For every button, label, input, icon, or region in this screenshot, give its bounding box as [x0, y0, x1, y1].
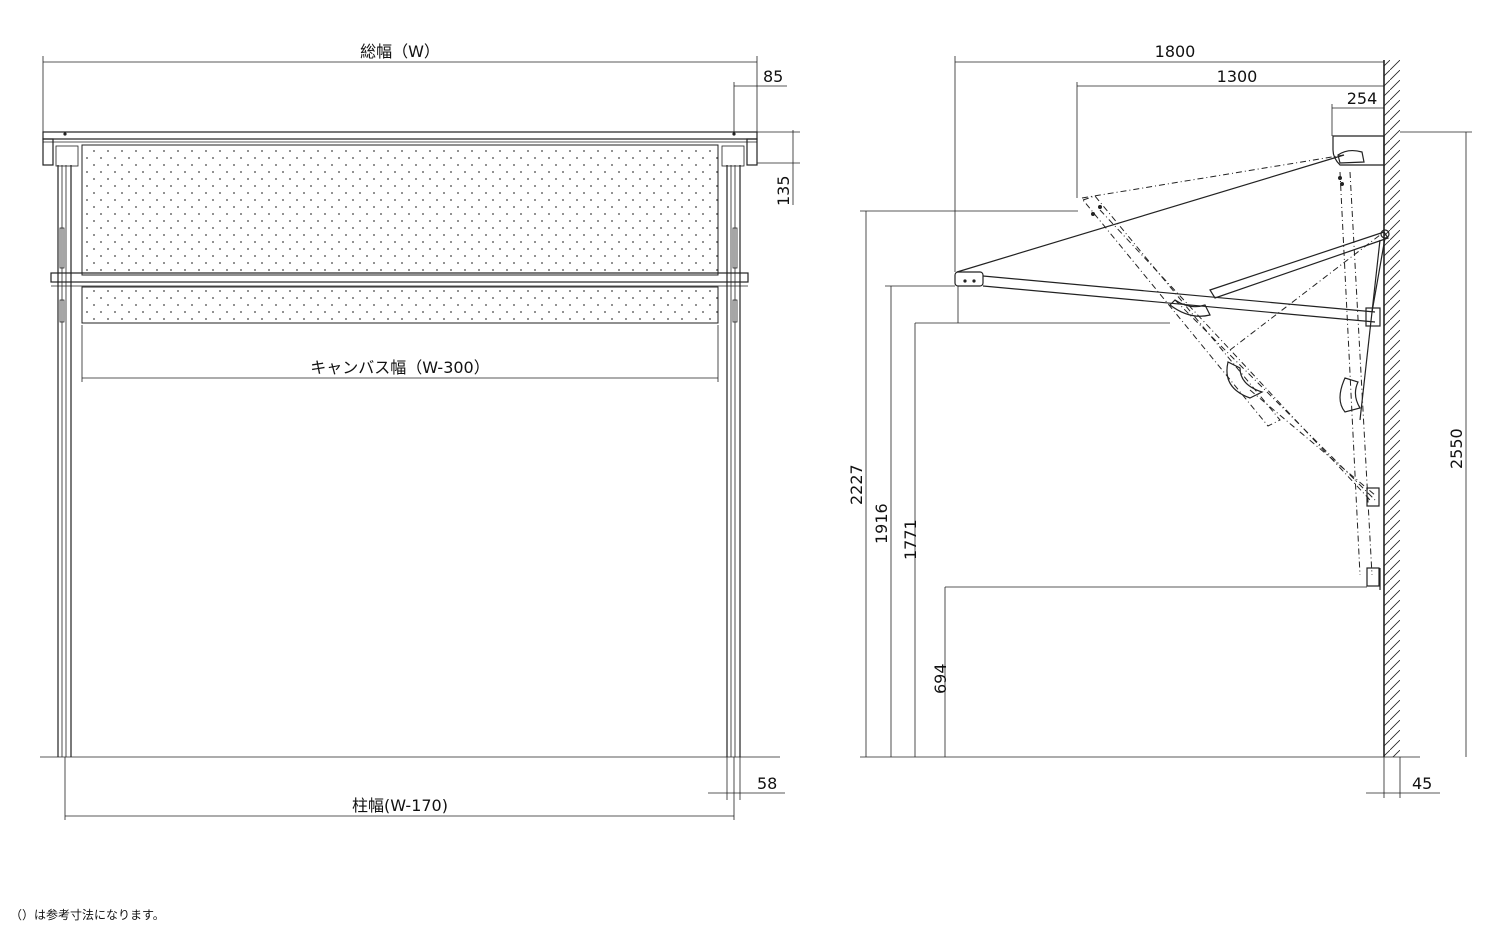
right-post	[726, 165, 741, 757]
retracted-arms	[1082, 171, 1381, 576]
dim-254-group: 254	[1331, 89, 1384, 136]
canvas-valance	[81, 286, 719, 324]
side-front-bar	[954, 271, 984, 287]
dim-254-label: 254	[1347, 89, 1378, 108]
wall-bracket-lower	[1366, 567, 1380, 587]
side-view: 1800 1300 254	[847, 42, 1472, 798]
dim-58-label: 58	[757, 774, 777, 793]
canvas-upper	[81, 144, 719, 276]
total-width-dimension: 総幅（W）	[42, 42, 758, 132]
dim-2227-label: 2227	[847, 464, 866, 505]
dim-1300-label: 1300	[1217, 67, 1258, 86]
post-width-dimension: 柱幅(W-170)	[64, 757, 735, 820]
footnote: （）は参考寸法になります。	[10, 908, 165, 922]
post-width-label: 柱幅(W-170)	[352, 796, 448, 815]
dim-1916-group: 1916	[872, 285, 955, 757]
dim-2550-label: 2550	[1447, 428, 1466, 469]
dim-45-group: 45	[1366, 757, 1440, 798]
canvas-width-dimension: キャンバス幅（W-300）	[81, 325, 719, 382]
canvas-line	[956, 154, 1345, 273]
dim-135-label: 135	[774, 175, 793, 206]
dim-1771-label: 1771	[901, 519, 920, 560]
dim-85-label: 85	[763, 67, 783, 86]
dim-1916-label: 1916	[872, 503, 891, 544]
dim-85-group: 85	[733, 67, 787, 132]
side-head-box	[1332, 135, 1385, 166]
dim-2227-group: 2227	[847, 210, 1078, 757]
head-box	[42, 131, 758, 167]
front-bar	[50, 272, 749, 287]
dim-2550-group: 2550	[1400, 131, 1472, 757]
dim-45-label: 45	[1412, 774, 1432, 793]
dim-694-group: 694	[931, 587, 950, 757]
left-post	[57, 165, 72, 757]
wall-bracket-upper	[1366, 487, 1380, 507]
dim-1800-group: 1800	[954, 42, 1384, 272]
dim-1771-group: 1771	[901, 323, 920, 757]
dim-694-label: 694	[931, 663, 950, 694]
total-width-label: 総幅（W）	[360, 42, 440, 61]
dim-58-group: 58	[708, 757, 785, 800]
wall	[1383, 60, 1400, 757]
dim-1300-group: 1300	[1076, 67, 1384, 198]
canvas-width-label: キャンバス幅（W-300）	[310, 358, 490, 377]
dim-135-group: 135	[757, 130, 800, 206]
front-view: 総幅（W） 85 135	[40, 42, 800, 820]
dim-1800-label: 1800	[1155, 42, 1196, 61]
